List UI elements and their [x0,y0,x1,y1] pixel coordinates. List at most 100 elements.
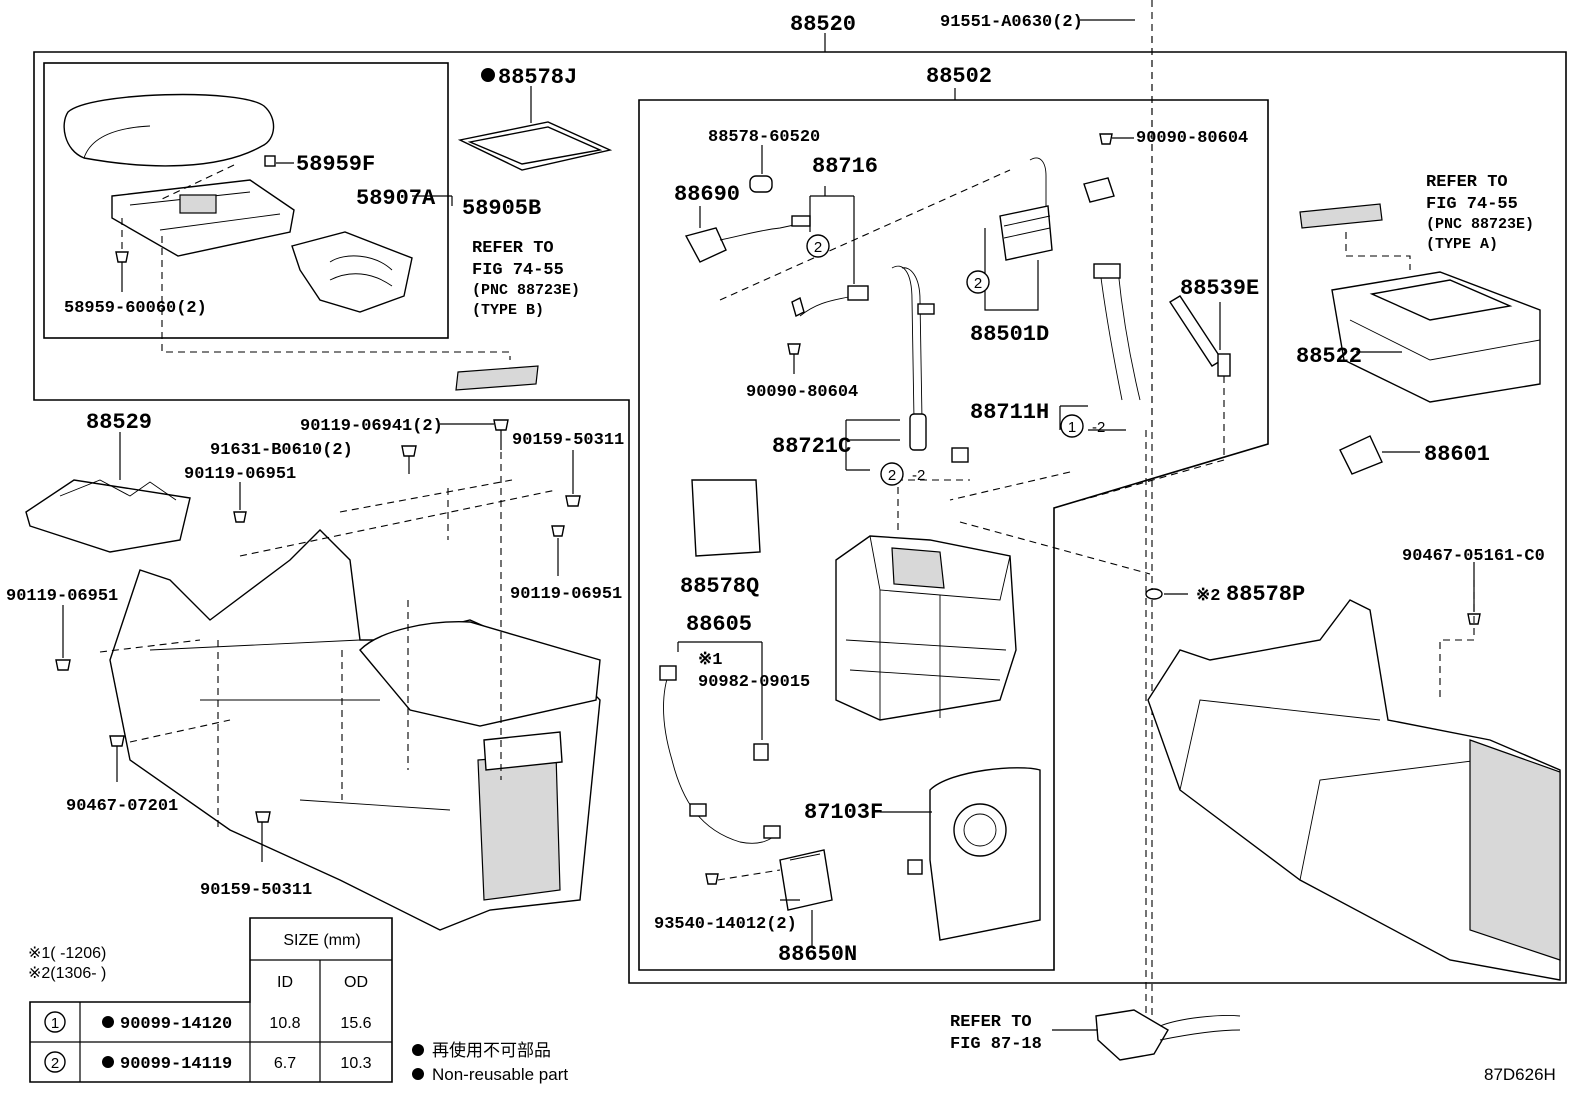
svg-text:2: 2 [814,239,822,256]
label-88650n: 88650N [778,942,857,967]
svg-text:2: 2 [888,467,896,484]
armrest-subframe [43,62,449,339]
console-tray-88522 [1331,271,1541,403]
refer-b-line1: REFER TO [472,239,554,258]
ring-88578p [1145,588,1163,600]
gasket-88578j [457,121,613,171]
console-lower-right [1147,599,1561,981]
label-90119-06941: 90119-06941(2) [300,417,443,436]
pad-type-a [1299,203,1383,229]
refer-a-line2: FIG 74-55 [1426,195,1518,214]
label-88578q: 88578Q [680,574,759,599]
outer-frame-88520 [33,51,1567,984]
label-88529: 88529 [86,410,152,435]
note-1-range: ※1( -1206) [28,945,106,962]
shift-base [1095,1009,1241,1061]
note-2-range: ※2(1306- ) [28,965,106,982]
size-table-col-id: ID [277,974,293,991]
label-88690: 88690 [674,182,740,207]
legend-dot-en [412,1068,424,1080]
label-90159-50311-b: 90159-50311 [200,881,312,900]
svg-text:1: 1 [1068,419,1076,436]
label-88578j: 88578J [498,65,577,90]
legend-dot-jp [412,1044,424,1056]
screw-91631-b0610 [401,445,417,457]
circle-mark-1: 1 [1060,414,1084,438]
console-box-88502 [835,535,1017,721]
screw-90119-06951-b [551,525,565,537]
label-88520: 88520 [790,12,856,37]
refer-b-line2: FIG 74-55 [472,261,564,280]
refer-a-line3: (PNC 88723E) [1426,216,1534,233]
screw-90119-06951-c [55,659,71,671]
refer-a-line1: REFER TO [1426,173,1508,192]
label-88502: 88502 [926,64,992,89]
label-90467-05161: 90467-05161-C0 [1402,547,1545,566]
size-row-2-mark: 2 [51,1055,59,1072]
non-reusable-dot-88578j [481,68,495,82]
label-93540: 93540-14012(2) [654,915,797,934]
label-91631-b0610: 91631-B0610(2) [210,441,353,460]
armrest-lid-58905b [63,93,275,167]
refer-b-line3: (PNC 88723E) [472,282,580,299]
label-90982-09015: 90982-09015 [698,673,810,692]
refer-c-line1: REFER TO [950,1013,1032,1032]
screw-90090-80604-a [787,343,801,355]
legend-jp: 再使用不可部品 [432,1040,551,1060]
label-58959f: 58959F [296,152,375,177]
module-88501d [999,157,1053,261]
module-88650n [779,849,833,911]
pad-type-b [455,365,539,391]
screw-93540 [705,873,719,885]
refer-c-line2: FIG 87-18 [950,1035,1042,1054]
refer-a-line4: (TYPE A) [1426,236,1498,253]
label-88578-60520: 88578-60520 [708,128,820,147]
label-91551: 91551-A0630(2) [940,13,1083,32]
refer-b-line4: (TYPE B) [472,302,544,319]
size-table: SIZE (mm) ID OD 1 90099-14120 10.8 15.6 … [29,917,393,1083]
console-lower-left [109,529,601,931]
circle-mark-2-b: 2 [966,270,990,294]
frame-88502 [638,99,1269,971]
circle-mark-2-a: 2 [806,234,830,258]
screw-90159-50311-b [255,811,271,823]
harness-88605 [659,665,781,844]
label-90119-06951-b: 90119-06951 [510,585,622,604]
size-row-1-od: 15.6 [340,1015,371,1032]
label-88605: 88605 [686,612,752,637]
legend-en: Non-reusable part [432,1065,568,1084]
connector-88690 [684,215,811,263]
size-row-1-mark: 1 [51,1015,59,1032]
tube-88539e [1169,295,1231,377]
label-88501d: 88501D [970,322,1049,347]
label-90090-80604-b: 90090-80604 [1136,129,1248,148]
size-row-1-id: 10.8 [269,1015,300,1032]
screw-90090-80604-b [1099,133,1113,145]
label-88522: 88522 [1296,344,1362,369]
label-58905b: 58905B [462,196,541,221]
label-88578p: 88578P [1226,582,1305,607]
clip-58959f [264,155,276,167]
label-88721c: 88721C [772,434,851,459]
size-row-2-part: 90099-14119 [120,1055,232,1074]
label-87103f: 87103F [804,800,883,825]
label-90119-06951-a: 90119-06951 [184,465,296,484]
label-88539e: 88539E [1180,276,1259,301]
size-row-2-od: 10.3 [340,1055,371,1072]
screw-90119-06941 [493,419,509,431]
label-88601: 88601 [1424,442,1490,467]
size-row-1-part: 90099-14120 [120,1015,232,1034]
dash-2-a: -2 [1092,419,1105,436]
size-table-col-od: OD [344,974,368,991]
label-90159-50311-a: 90159-50311 [512,431,624,450]
label-58907a: 58907A [356,186,436,211]
hose-88711h [1083,177,1141,401]
label-88716: 88716 [812,154,878,179]
tray-88529 [25,479,191,553]
plug-88578-60520 [749,175,773,193]
armrest-base-plate [111,179,295,257]
label-88711h: 88711H [970,400,1049,425]
screw-90119-06951-a [233,511,247,523]
screw-90159-50311-a [565,495,581,507]
